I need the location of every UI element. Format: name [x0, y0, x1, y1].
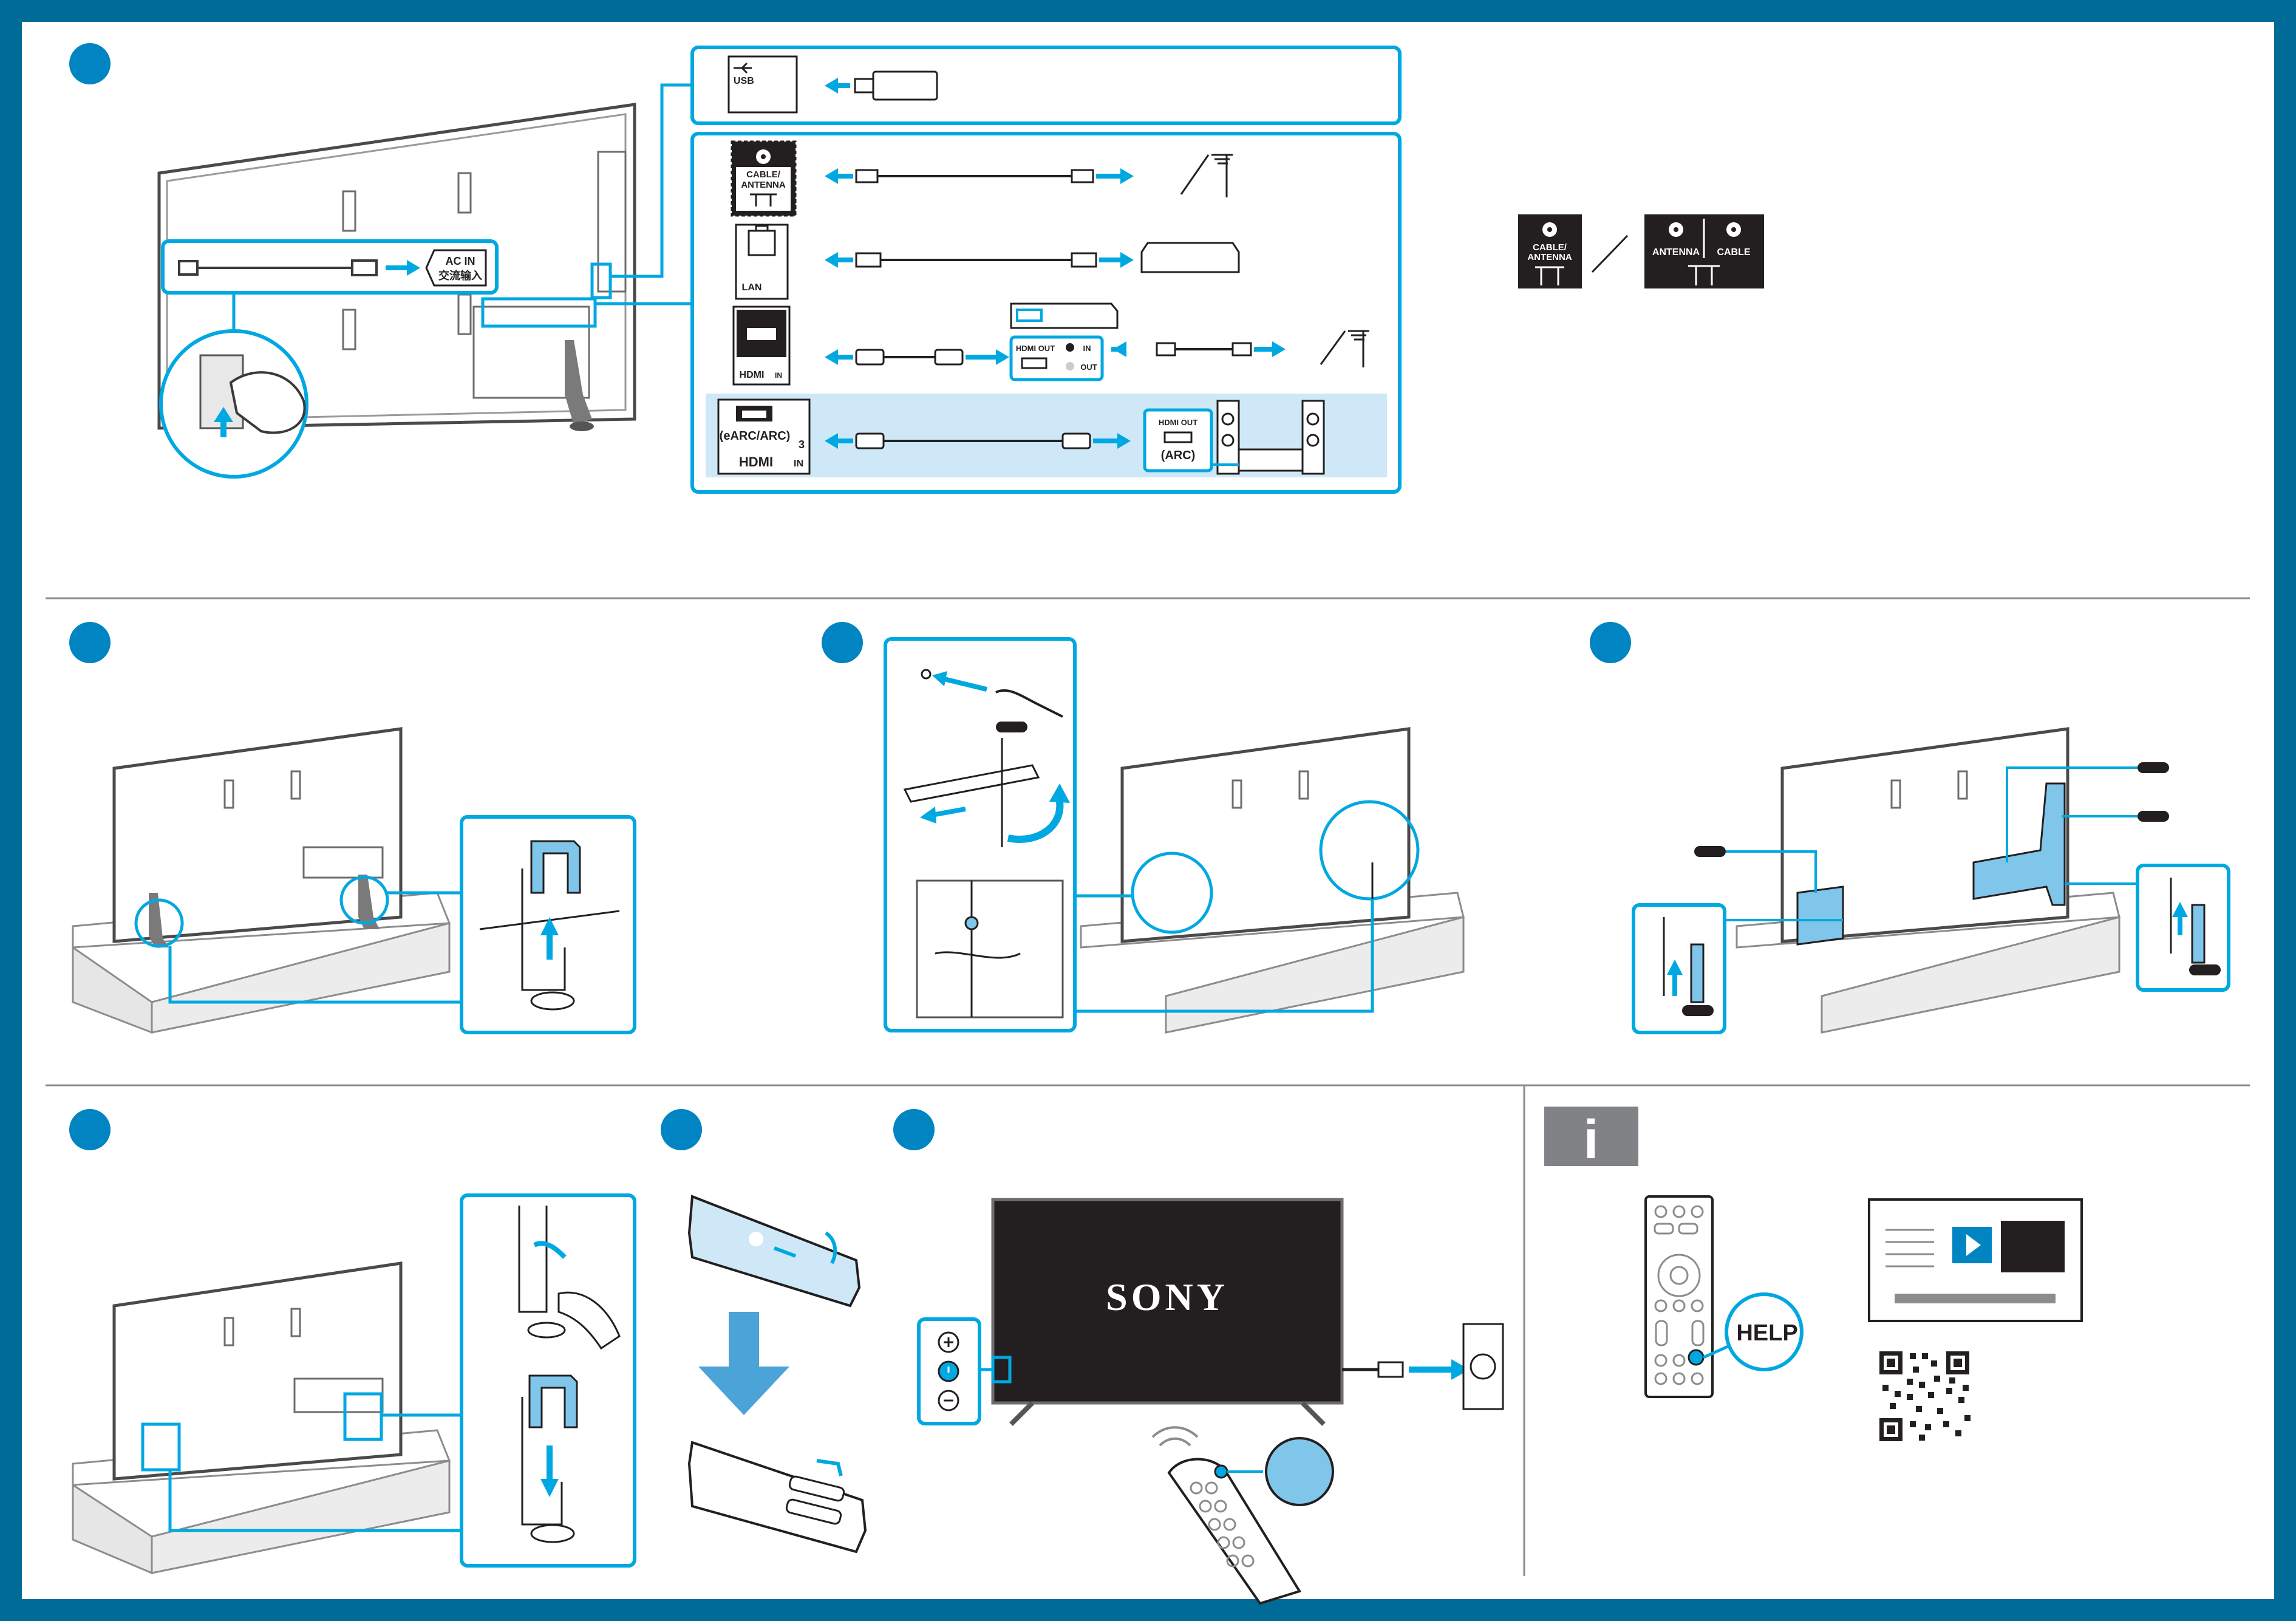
- tv-stand-foot: [1011, 1403, 1032, 1424]
- router-icon: [1142, 243, 1239, 272]
- coax-plug-icon: [1157, 343, 1175, 355]
- stand-foot: [531, 992, 574, 1009]
- usb-panel: USB: [692, 47, 1400, 123]
- step-badge-1: [69, 43, 111, 84]
- label-tag: [2138, 811, 2169, 822]
- remote-power-highlight: [1215, 1466, 1227, 1478]
- qr-code: [1878, 1350, 1972, 1444]
- cable-antenna-label-1: CABLE/: [746, 169, 781, 180]
- step-1-tv-back: AC IN 交流输入: [159, 85, 692, 477]
- lan-plug-icon: [856, 253, 881, 267]
- step-7-power-on: SONY: [919, 1200, 1503, 1603]
- stb-hdmi-out-label: HDMI OUT: [1016, 344, 1055, 353]
- tv-stand-foot: [570, 421, 594, 431]
- variant-cable-antenna-1: CABLE/: [1533, 242, 1567, 253]
- ac-in-label: AC IN: [446, 255, 475, 267]
- remote-signal-icon: [1153, 1427, 1197, 1445]
- tv-back-detail: [917, 881, 1063, 1017]
- earc-number: 3: [799, 439, 805, 451]
- usb-label: USB: [734, 76, 754, 86]
- step-badge-6: [661, 1109, 702, 1150]
- table-front: [73, 1485, 152, 1573]
- lan-plug-icon: [1072, 253, 1096, 267]
- coax-plug-icon: [1233, 343, 1251, 355]
- power-button-callout: [1266, 1438, 1333, 1505]
- label-tag: [2189, 964, 2221, 975]
- hdmi-plug-icon: [856, 434, 884, 448]
- stb-out-label: OUT: [1080, 363, 1097, 372]
- step-4-rear-covers: [1633, 729, 2229, 1032]
- label-tag: [2138, 762, 2169, 773]
- down-arrow-big: [698, 1312, 789, 1415]
- variant-cable-antenna-2: ANTENNA: [1527, 252, 1572, 262]
- tv-stand-foot: [1303, 1403, 1324, 1424]
- variant-cable-label: CABLE: [1717, 247, 1750, 258]
- hdmi-plug-icon: [1063, 434, 1090, 448]
- step-2-stand-covers: [73, 729, 635, 1032]
- step-badge-4: [1590, 622, 1631, 663]
- video-screen-icon: [2001, 1221, 2065, 1272]
- arc-hdmi-out-label: HDMI OUT: [1159, 418, 1197, 427]
- step-3-cable-management: [885, 639, 1463, 1032]
- help-label: HELP: [1736, 1320, 1797, 1346]
- lan-label: LAN: [742, 282, 762, 293]
- step-badge-2: [69, 622, 111, 663]
- table-front: [73, 947, 152, 1032]
- wall-outlet-icon: [1463, 1324, 1503, 1409]
- coax-plug-icon: [1072, 170, 1093, 182]
- tv-rear-outline: [1122, 729, 1409, 941]
- stb-in-label: IN: [1083, 344, 1091, 353]
- label-tag: [1682, 1005, 1714, 1016]
- earc-label: (eARC/ARC): [720, 429, 791, 443]
- rear-cover-small: [1797, 887, 1843, 944]
- ac-in-label-box: AC IN 交流输入: [426, 250, 486, 285]
- variant-antenna-label: ANTENNA: [1652, 247, 1700, 258]
- hdmi-in-label: IN: [775, 371, 782, 380]
- step-6-remote-batteries: [689, 1196, 865, 1552]
- hdmi-plug-icon: [856, 350, 884, 364]
- progress-bar: [1895, 1294, 2056, 1303]
- hdmi-plug-icon: [935, 350, 962, 364]
- hdmi-logo: HDMI: [739, 454, 773, 469]
- step-badge-7: [893, 1109, 935, 1150]
- sony-logo: SONY: [1106, 1275, 1228, 1319]
- info-help-section: i HELP: [1544, 1107, 2082, 1444]
- power-plug-icon: [1378, 1362, 1403, 1377]
- help-button-highlight: [1689, 1350, 1703, 1365]
- label-tag: [1694, 846, 1726, 857]
- set-top-box-icon: [1011, 304, 1117, 328]
- hdmi-port-icon: [747, 328, 776, 340]
- hdmi-logo: HDMI: [740, 370, 765, 380]
- label-tag: [996, 722, 1027, 732]
- hdmi-in-label: IN: [794, 459, 803, 469]
- connections-panel: CABLE/ ANTENNA LAN: [692, 134, 1400, 492]
- arc-label: (ARC): [1161, 449, 1196, 462]
- info-icon: i: [1583, 1110, 1598, 1170]
- or-slash: [1592, 236, 1627, 272]
- step-badge-5: [69, 1109, 111, 1150]
- coax-plug-icon: [856, 170, 877, 182]
- insert-arrow-icon: [817, 1461, 841, 1476]
- cable-antenna-label-2: ANTENNA: [741, 180, 785, 190]
- step-badge-3: [822, 622, 863, 663]
- ac-in-label-cn: 交流输入: [438, 269, 482, 282]
- hdmi-port-icon: [742, 411, 766, 418]
- antenna-port-variants: CABLE/ ANTENNA ANTENNA CABLE: [1518, 214, 1764, 288]
- step-5-cable-routing: [73, 1195, 635, 1573]
- tv-rear-outline: [114, 1263, 401, 1479]
